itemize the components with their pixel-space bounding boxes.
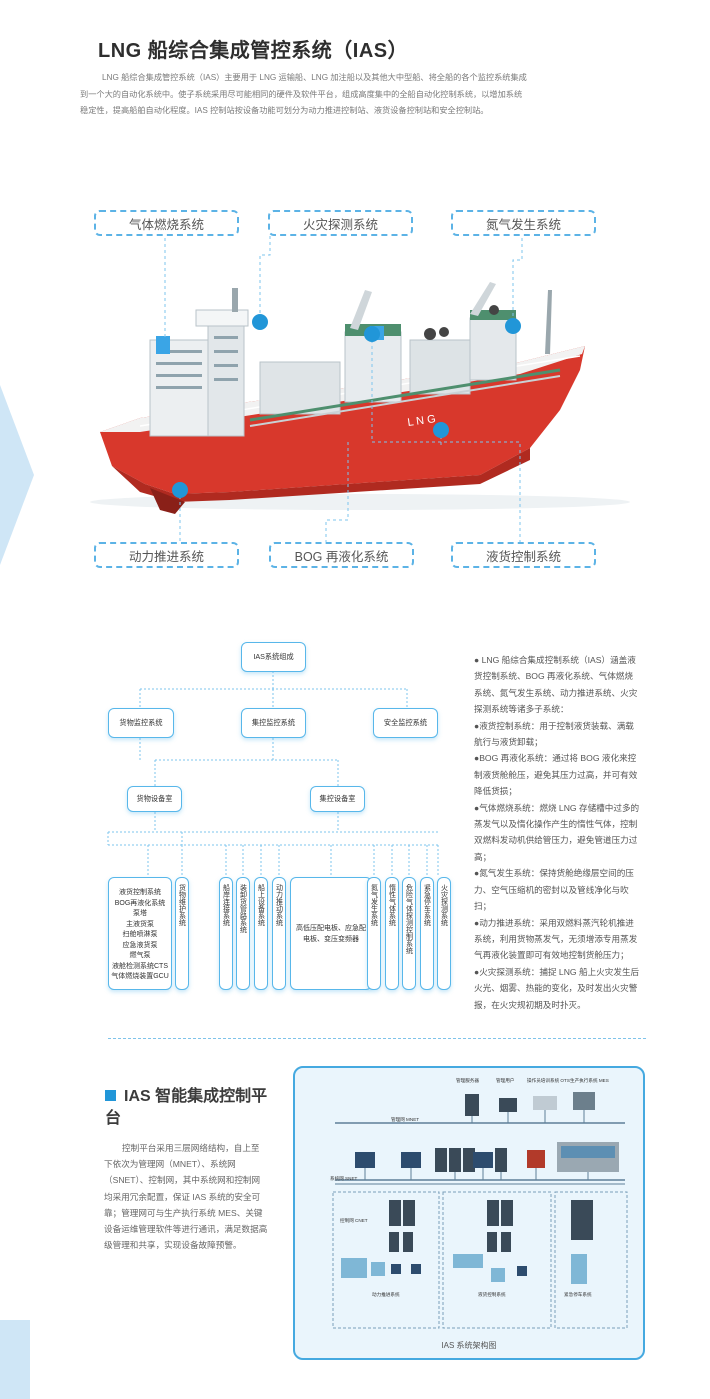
platform-section-title: IAS 智能集成控制平台 (105, 1086, 280, 1130)
section-divider (108, 1038, 646, 1039)
left-corner-block-decoration (0, 1320, 30, 1399)
arch-label: 生产执行系统 MES (570, 1078, 609, 1083)
callout-cargo-control-system: 液货控制系统 (451, 542, 596, 568)
leaf-list-item: 液舱检测系统CTS (112, 962, 168, 970)
callout-nitrogen-system: 氮气发生系统 (451, 210, 596, 236)
org-leaf-emergency-shutdown: 紧急停车系统 (420, 877, 434, 990)
org-safety-monitoring-node: 安全监控系统 (373, 708, 438, 738)
callout-fuel-gas-system: 气体燃烧系统 (94, 210, 239, 236)
bog-marker (364, 326, 380, 342)
org-leaf-handling-pipeline: 装卸货管路系统 (236, 877, 250, 990)
bullet-item: ●液货控制系统：用于控制液货装载、满载航行与液货卸载； (474, 720, 634, 748)
org-central-monitoring-node: 集控监控系统 (241, 708, 306, 738)
org-leaf-inert-gas: 惰性气体系统 (385, 877, 399, 990)
arch-label: 动力推进系统 (372, 1292, 400, 1297)
leaf-list-item: 气体燃烧装置GCU (111, 973, 169, 980)
left-chevron-decoration (0, 385, 34, 565)
arch-label: 管理网 MNET (391, 1117, 420, 1122)
arch-label: 操作员培训系统 OTS (527, 1078, 570, 1083)
platform-description: 控制平台采用三层网络结构，自上至下依次为管理网（MNET）、系统网（SNET）、… (104, 1143, 268, 1251)
org-leaf-shore-connection: 船岸连接系统 (219, 877, 233, 990)
propulsion-marker (172, 482, 188, 498)
bullet-item: ●动力推进系统：采用双燃料蒸汽轮机推进系统，利用货物蒸发气，无须增添专用蒸发气再… (474, 917, 638, 961)
org-leaf-nitrogen: 氮气发生系统 (367, 877, 381, 990)
page-title: LNG 船综合集成管控系统（IAS） (98, 40, 409, 62)
org-leaf-hazard-gas-detection: 危险气体探测控制系统 (402, 877, 416, 990)
arch-label: 管理用户 (496, 1078, 515, 1083)
leaf-list-item: 扫舱喷淋泵 (122, 931, 158, 938)
org-leaf-onboard-equipment: 船上设备系统 (254, 877, 268, 990)
bullet-item: ● LNG 船综合集成控制系统（IAS）涵盖液货控制系统、BOG 再液化系统、气… (474, 655, 638, 715)
org-chart-connectors (107, 671, 439, 877)
title-square-icon (105, 1090, 116, 1101)
leaf-list-item: BOG再液化系统 (114, 899, 166, 907)
leaf-list-item: 应急液货泵 (122, 941, 158, 949)
org-root-node: IAS系统组成 (241, 642, 306, 672)
callout-bog-system: BOG 再液化系统 (269, 542, 414, 568)
org-leaf-power-propulsion: 动力推动系统 (272, 877, 286, 990)
arch-label: 控制网 CNET (340, 1218, 368, 1223)
arch-label: 紧急停车系统 (564, 1292, 592, 1297)
org-leaf-fire-detection: 火灾探测系统 (437, 877, 451, 990)
arch-label: 系统网 SNET (330, 1176, 358, 1181)
org-central-equipment-room-node: 集控设备室 (310, 786, 365, 812)
org-leaf-cargo-maintenance: 货物维护系统 (175, 877, 189, 990)
architecture-diagram (332, 1092, 628, 1329)
org-cargo-monitoring-node: 货物监控系统 (108, 708, 174, 738)
arch-label: 管理服务器 (456, 1078, 479, 1083)
leaf-list-item: 燃气泵 (129, 952, 151, 959)
leaf-list-item: 主液货泵 (126, 920, 154, 928)
fire-detect-marker (252, 314, 268, 330)
hull-lng-text: L N G (407, 413, 437, 429)
org-cargo-equipment-room-node: 货物设备室 (127, 786, 182, 812)
nitrogen-marker (505, 318, 521, 334)
bullet-item: ●气体燃烧系统：燃烧 LNG 存储槽中过多的蒸发气以及惰化操作产生的惰性气体，控… (474, 802, 640, 862)
bullet-item: ●BOG 再液化系统：通过将 BOG 液化来控制液货舱舱压，避免其压力过高，并可… (474, 753, 638, 797)
leaf-list-item: 液货控制系统 (119, 889, 161, 896)
callout-fire-detection-system: 火灾探测系统 (268, 210, 413, 236)
callout-propulsion-system: 动力推进系统 (94, 542, 239, 568)
leaf-list-item: 泵塔 (133, 910, 147, 917)
bullet-item: ●火灾探测系统：捕捉 LNG 船上火灾发生后火光、烟雾、热能的变化，及时发出火灾… (474, 966, 640, 1010)
lng-ship-illustration: L N G (90, 282, 630, 514)
bullet-item: ●氮气发生系统：保持货舱绝缘层空间的压力、空气压缩机的密封以及管线净化与吹扫； (474, 868, 634, 912)
subsystem-bullet-list: ● LNG 船综合集成控制系统（IAS）涵盖液货控制系统、BOG 再液化系统、气… (474, 652, 640, 1013)
arch-label: 液货控制系统 (478, 1292, 506, 1297)
architecture-caption: IAS 系统架构图 (441, 1341, 497, 1350)
cargo-marker (433, 422, 449, 438)
org-leaf-cargo-list: 液货控制系统 BOG再液化系统 泵塔 主液货泵 扫舱喷淋泵 应急液货泵 燃气泵 … (108, 877, 172, 990)
org-leaf-switchboards: 高低压配电板、应急配电板、变压变频器 (290, 877, 372, 990)
callout-leader-lines (156, 236, 523, 544)
intro-paragraph: LNG 船综合集成管控系统（IAS）主要用于 LNG 运输船、LNG 加注船以及… (80, 73, 527, 115)
platform-title-text: IAS 智能集成控制平台 (105, 1088, 268, 1127)
